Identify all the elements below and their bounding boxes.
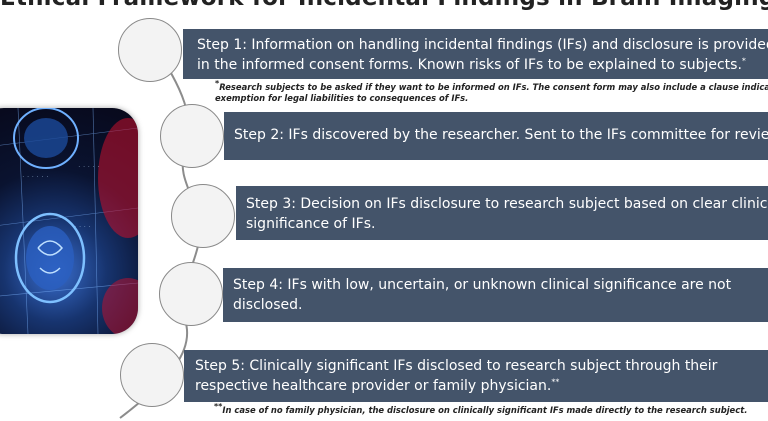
step-1-text-line1: Step 1: Information on handling incident… [197,37,768,53]
step-3-marker [171,184,235,248]
step-4-box: Step 4: IFs with low, uncertain, or unkn… [223,268,768,322]
note-1-line1: Research subjects to be asked if they wa… [219,82,768,92]
step-4-marker [159,262,223,326]
svg-text:· · · · ·: · · · · · [78,164,100,169]
step-5-text-line1: Step 5: Clinically significant IFs discl… [195,358,718,374]
note-2-text: In case of no family physician, the disc… [222,405,748,415]
note-1-mark: * [215,79,220,89]
step-3-text-line2: significance of IFs. [246,216,376,232]
page-title: Ethical Framework for Incidental Finding… [0,0,768,11]
step-1-footnote-mark: * [741,56,746,66]
step-1-text-line2: in the informed consent forms. Known ris… [197,57,742,73]
step-3-text-line1: Step 3: Decision on IFs disclosure to re… [246,196,768,212]
svg-text:· · · ·: · · · · [74,224,91,229]
step-5-marker [120,343,184,407]
step-4-text-line1: Step 4: IFs with low, uncertain, or unkn… [233,277,732,293]
step-2-box: Step 2: IFs discovered by the researcher… [224,112,768,160]
step-2-text-line1: Step 2: IFs discovered by the researcher… [234,127,768,143]
step-5-text-line2: respective healthcare provider or family… [195,378,552,394]
brain-scan-image: · · · · · · · · · · · · · · · [0,108,138,334]
note-2: **In case of no family physician, the di… [214,402,748,416]
step-2-marker [160,104,224,168]
svg-text:· · · · · ·: · · · · · · [22,174,49,179]
step-5-footnote-mark: ** [551,377,560,387]
step-1-marker [118,18,182,82]
step-3-box: Step 3: Decision on IFs disclosure to re… [236,186,768,240]
step-1-box: Step 1: Information on handling incident… [183,29,768,79]
note-2-mark: ** [214,402,223,412]
step-5-box: Step 5: Clinically significant IFs discl… [184,350,768,402]
note-1: *Research subjects to be asked if they w… [215,79,768,104]
step-4-text-line2: disclosed. [233,297,303,313]
note-1-line2: exemption for legal liabilities to conse… [215,93,469,103]
